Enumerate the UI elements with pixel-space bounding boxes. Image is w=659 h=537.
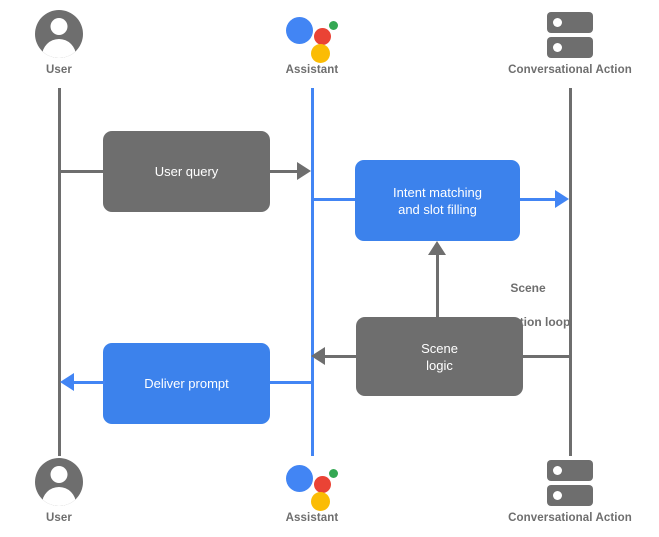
user-avatar-icon [0,456,139,512]
arrowhead-scene-logic-to-assistant [311,347,325,365]
connector-intent-to-action [520,198,558,201]
actor-label-conversational-action-bottom: Conversational Action [508,512,632,524]
assistant-dot-blue-icon [286,465,313,492]
server-icon [490,8,650,64]
connector-scene-logic-to-intent [436,253,439,318]
arrowhead-intent-to-action [555,190,569,208]
actor-user-bottom: User [0,456,139,524]
box-user-query[interactable]: User query [103,131,270,212]
connector-query-to-assistant [270,170,300,173]
actor-conversational-action-top: Conversational Action [490,8,650,76]
connector-scene-logic-to-assistant [322,355,358,358]
box-label-scene-logic: Scene logic [421,340,458,374]
server-bar-bottom-icon [547,37,593,58]
actor-label-user-bottom: User [46,512,72,524]
box-label-intent-matching: Intent matching and slot filling [393,184,482,218]
server-bar-top-icon [547,12,593,33]
lifeline-assistant [311,88,314,456]
assistant-dot-red-icon [314,476,331,493]
connector-assistant-to-intent [311,198,359,201]
assistant-dot-red-icon [314,28,331,45]
assistant-dot-green-icon [329,469,338,478]
box-label-intent-matching-line2: and slot filling [398,201,477,217]
connector-scene-logic-to-action [523,355,571,358]
assistant-dot-blue-icon [286,17,313,44]
connector-deliver-prompt-to-user [73,381,105,384]
google-assistant-icon [232,456,392,512]
connector-assistant-to-deliver-prompt [270,381,314,384]
assistant-dot-yellow-icon [311,492,330,511]
actor-label-assistant-bottom: Assistant [285,512,339,524]
box-label-deliver-prompt: Deliver prompt [144,376,229,391]
google-assistant-icon [232,8,392,64]
box-label-scene-logic-line2: logic [426,357,453,373]
arrowhead-scene-logic-to-intent [428,241,446,255]
actor-assistant-bottom: Assistant [232,456,392,524]
lifeline-user [58,88,61,456]
box-label-scene-logic-line1: Scene [421,340,458,356]
assistant-dot-green-icon [329,21,338,30]
assistant-dot-yellow-icon [311,44,330,63]
arrowhead-query-to-assistant [297,162,311,180]
server-bar-top-icon [547,460,593,481]
box-label-user-query: User query [154,164,219,179]
lifeline-conversational-action [569,88,572,456]
user-avatar-icon [0,8,139,64]
arrowhead-deliver-prompt-to-user [60,373,74,391]
server-bar-bottom-icon [547,485,593,506]
actor-label-assistant-top: Assistant [285,64,339,76]
actor-label-conversational-action-top: Conversational Action [508,64,632,76]
actor-label-user-top: User [46,64,72,76]
server-icon [490,456,650,512]
label-scene-execution-loop-line1: Scene [510,281,546,295]
box-deliver-prompt[interactable]: Deliver prompt [103,343,270,424]
actor-conversational-action-bottom: Conversational Action [490,456,650,524]
box-label-intent-matching-line1: Intent matching [393,184,482,200]
actor-assistant-top: Assistant [232,8,392,76]
box-scene-logic[interactable]: Scene logic [356,317,523,396]
actor-user-top: User [0,8,139,76]
connector-user-to-query [58,170,108,173]
box-intent-matching[interactable]: Intent matching and slot filling [355,160,520,241]
